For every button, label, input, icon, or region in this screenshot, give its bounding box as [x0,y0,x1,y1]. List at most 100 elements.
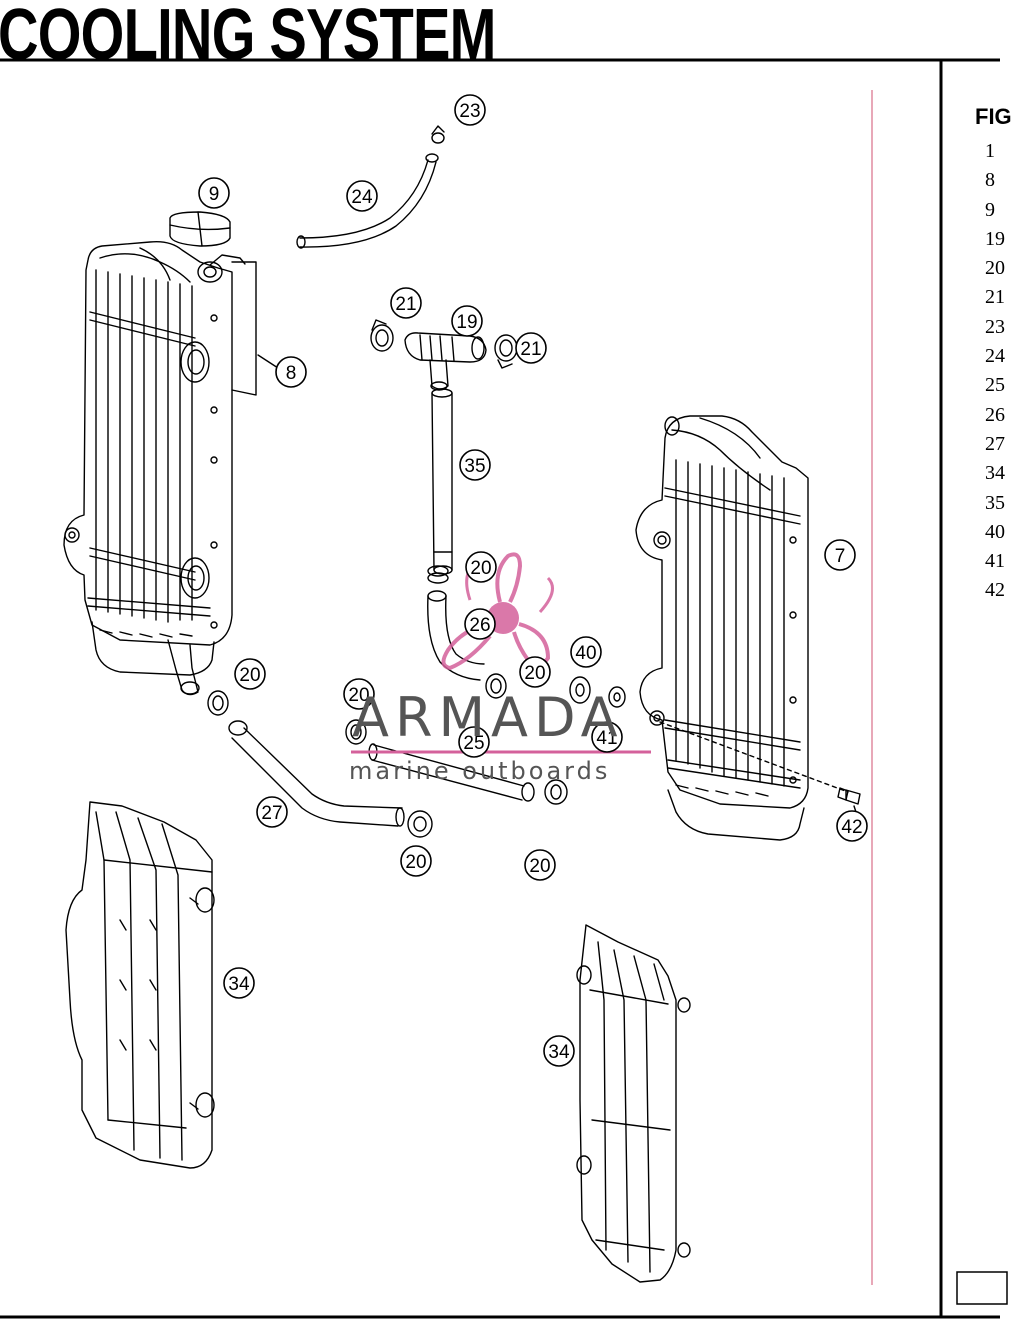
callout-circle [223,967,255,999]
part-number: 23 [985,315,1005,338]
callout-27: 27 [256,796,288,828]
callout-7: 7 [824,539,856,571]
callout-circle [464,608,496,640]
callout-circle [256,796,288,828]
clamp-20-d [407,810,433,838]
part-number: 9 [985,198,995,221]
callout-label: 34 [548,1042,570,1063]
callout-label: 20 [405,852,426,873]
callout-label: 20 [348,685,369,706]
callout-circle [543,1035,575,1067]
callout-circle [570,636,602,668]
callout-label: 42 [841,817,862,838]
callout-layer: 23 24 9 8 21 19 21 35 20 26 20 40 41 20 20 25 27 20 20 7 42 3… [198,94,868,1067]
callout-circle [458,726,490,758]
callout-label: 34 [228,974,250,995]
callout-circle [524,849,556,881]
part-number: 19 [985,227,1005,250]
callout-circle [198,177,230,209]
callout-35: 35 [459,449,491,481]
callout-24: 24 [346,180,378,212]
part-number: 24 [985,345,1005,368]
callout-circle [454,94,486,126]
part-number: 1 [985,140,995,162]
callout-circle [451,305,483,337]
callout-label: 25 [463,733,484,754]
callout-label: 8 [286,363,297,384]
callout-label: 21 [520,339,541,360]
callout-19: 19 [451,305,483,337]
callout-26: 26 [464,608,496,640]
louver-left [65,801,215,1169]
callout-34: 34 [543,1035,575,1067]
callout-label: 9 [209,184,220,205]
callout-20: 20 [343,678,375,710]
part-number: 34 [985,462,1005,485]
callout-label: 21 [395,294,416,315]
callout-20: 20 [234,658,266,690]
callout-25: 25 [458,726,490,758]
hose-27 [228,720,405,827]
pipe-35 [431,388,453,575]
watermark-logo [441,552,554,671]
hose-24 [296,153,439,249]
callout-21: 21 [515,332,547,364]
callout-circle [346,180,378,212]
clamp-20-f [544,779,568,805]
part-number: 35 [985,491,1005,514]
part-number: 21 [985,286,1005,309]
callout-34: 34 [223,967,255,999]
callout-circle [400,845,432,877]
callout-circle [465,551,497,583]
callout-label: 27 [261,803,282,824]
callout-circle [275,356,307,388]
radiator-cap [169,211,231,247]
clamp-20-c [207,690,229,716]
callout-label: 23 [459,101,480,122]
callout-label: 7 [835,546,846,567]
watermark-name: ARMADA [352,686,624,749]
hose-26 [427,590,485,681]
right-radiator [635,415,809,841]
callout-21: 21 [390,287,422,319]
overflow-plate [231,261,257,396]
panel-footer-box [956,1271,1008,1305]
callout-circle [234,658,266,690]
washer-41 [608,686,626,708]
clamp-20-b [485,673,507,699]
callout-label: 40 [575,643,596,664]
callout-40: 40 [570,636,602,668]
part-number: 40 [985,520,1005,543]
callout-20: 20 [524,849,556,881]
callout-label: 20 [524,663,545,684]
clamp-20-e [345,719,367,745]
callout-circle [591,721,623,753]
callout-41: 41 [591,721,623,753]
callout-9: 9 [198,177,230,209]
callout-circle [519,656,551,688]
callout-label: 35 [464,456,485,477]
callout-circle [459,449,491,481]
callout-23: 23 [454,94,486,126]
callout-label: 20 [529,856,550,877]
part-number: 42 [985,579,1005,602]
side-panel-header: FIG [975,104,1012,129]
callout-42: 42 [836,810,868,842]
page-title: COOLING SYSTEM [0,0,496,75]
callout-label: 20 [470,558,491,579]
part-number: 8 [985,169,995,192]
callout-label: 41 [596,728,617,749]
clamp-20-a [427,565,449,584]
clamp-21-left [370,319,394,352]
callout-circle [390,287,422,319]
louver-right [576,924,691,1283]
callout-circle [836,810,868,842]
watermark-subtitle: marine outboards [349,757,611,785]
callout-20: 20 [400,845,432,877]
callout-label: 19 [456,312,477,333]
bolt-42 [659,721,861,805]
callout-20: 20 [519,656,551,688]
callout-circle [824,539,856,571]
clamp-23 [431,125,445,144]
